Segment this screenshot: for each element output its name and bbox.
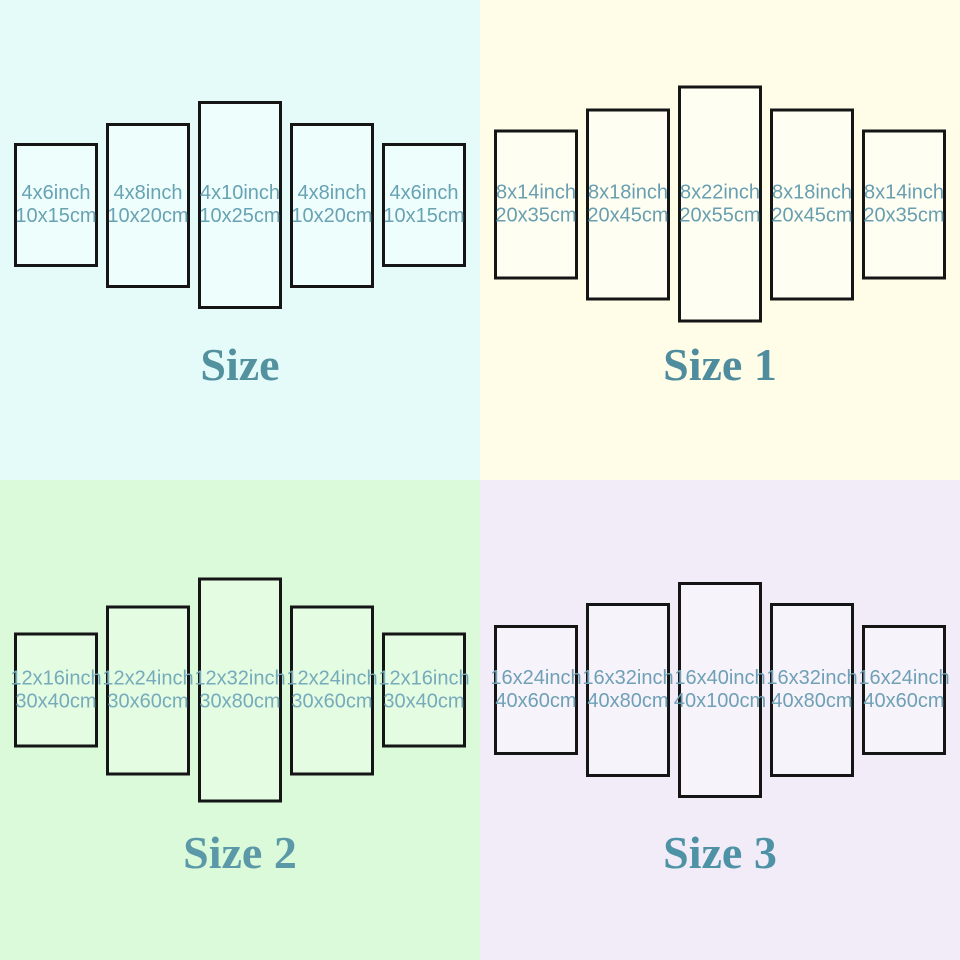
panel-size-inch: 8x18inch — [771, 181, 853, 203]
size-quadrant-default: 4x6inch 10x15cm 4x8inch 10x20cm 4x10inch… — [0, 0, 480, 480]
canvas-panel: 12x16inch 30x40cm — [10, 632, 102, 748]
panel-size-inch: 4x8inch — [297, 182, 367, 204]
panel-size-inch: 12x16inch — [10, 667, 102, 689]
panel-size-cm: 10x20cm — [107, 205, 189, 227]
panel-size-inch: 4x8inch — [113, 182, 183, 204]
panel-size-cm: 30x60cm — [291, 690, 373, 712]
size-quadrant-2: 12x16inch 30x40cm 12x24inch 30x60cm 12x3… — [0, 480, 480, 960]
panel-size-label: 8x14inch 20x35cm — [863, 181, 944, 227]
canvas-panel: 16x32inch 40x80cm — [582, 603, 674, 777]
panel-size-label: 8x22inch 20x55cm — [679, 181, 760, 227]
panel-size-cm: 30x60cm — [107, 690, 189, 712]
canvas-panel: 8x22inch 20x55cm — [678, 85, 762, 323]
panel-size-label: 4x6inch 10x15cm — [383, 182, 464, 228]
panel-size-inch: 8x22inch — [679, 181, 761, 203]
panel-size-inch: 16x24inch — [490, 667, 582, 689]
panel-size-cm: 10x25cm — [199, 205, 281, 227]
panel-size-inch: 16x24inch — [858, 667, 950, 689]
size-quadrant-3: 16x24inch 40x60cm 16x32inch 40x80cm 16x4… — [480, 480, 960, 960]
panel-size-label: 4x6inch 10x15cm — [15, 182, 96, 228]
canvas-panel: 8x14inch 20x35cm — [862, 129, 946, 279]
panel-size-cm: 40x60cm — [495, 690, 577, 712]
panel-size-label: 12x16inch 30x40cm — [10, 667, 101, 713]
canvas-panel: 8x18inch 20x45cm — [770, 108, 854, 300]
canvas-panel: 4x6inch 10x15cm — [14, 143, 98, 267]
panel-size-inch: 16x32inch — [766, 667, 858, 689]
panel-size-cm: 30x80cm — [199, 690, 281, 712]
size-group-title: Size 3 — [663, 827, 777, 878]
canvas-panel: 16x24inch 40x60cm — [858, 625, 950, 755]
panel-size-label: 12x16inch 30x40cm — [378, 667, 469, 713]
canvas-panel: 4x8inch 10x20cm — [106, 122, 190, 288]
panel-size-label: 4x10inch 10x25cm — [199, 182, 280, 228]
panel-row: 12x16inch 30x40cm 12x24inch 30x60cm 12x3… — [0, 577, 480, 803]
panel-size-cm: 20x35cm — [863, 204, 945, 226]
canvas-panel: 16x40inch 40x100cm — [674, 582, 766, 798]
panel-row: 16x24inch 40x60cm 16x32inch 40x80cm 16x4… — [480, 582, 960, 798]
panel-size-label: 16x24inch 40x60cm — [490, 667, 581, 713]
canvas-panel: 4x8inch 10x20cm — [290, 122, 374, 288]
size-quadrant-1: 8x14inch 20x35cm 8x18inch 20x45cm 8x22in… — [480, 0, 960, 480]
panel-size-cm: 40x80cm — [587, 690, 669, 712]
canvas-panel: 8x18inch 20x45cm — [586, 108, 670, 300]
panel-size-label: 16x32inch 40x80cm — [582, 667, 673, 713]
panel-size-cm: 20x45cm — [587, 204, 669, 226]
panel-size-inch: 4x6inch — [389, 182, 459, 204]
panel-size-cm: 40x60cm — [863, 690, 945, 712]
size-group-title: Size 2 — [183, 827, 297, 878]
panel-size-cm: 20x35cm — [495, 204, 577, 226]
panel-size-label: 16x32inch 40x80cm — [766, 667, 857, 713]
panel-size-label: 8x14inch 20x35cm — [495, 181, 576, 227]
canvas-panel: 12x16inch 30x40cm — [378, 632, 470, 748]
panel-size-cm: 20x45cm — [771, 204, 853, 226]
panel-size-cm: 30x40cm — [383, 690, 465, 712]
size-group-title: Size — [200, 339, 280, 390]
panel-size-cm: 40x80cm — [771, 690, 853, 712]
panel-size-cm: 30x40cm — [15, 690, 97, 712]
panel-row: 8x14inch 20x35cm 8x18inch 20x45cm 8x22in… — [480, 85, 960, 323]
panel-size-label: 12x32inch 30x80cm — [194, 667, 285, 713]
canvas-panel: 12x24inch 30x60cm — [102, 605, 194, 775]
panel-size-label: 8x18inch 20x45cm — [587, 181, 668, 227]
panel-size-inch: 4x6inch — [21, 182, 91, 204]
canvas-panel: 12x32inch 30x80cm — [194, 577, 286, 803]
panel-size-inch: 8x14inch — [495, 181, 577, 203]
panel-size-label: 4x8inch 10x20cm — [291, 182, 372, 228]
panel-size-inch: 12x24inch — [102, 667, 194, 689]
canvas-panel: 4x6inch 10x15cm — [382, 143, 466, 267]
canvas-panel: 4x10inch 10x25cm — [198, 101, 282, 309]
panel-size-label: 16x40inch 40x100cm — [674, 667, 766, 713]
panel-size-inch: 12x32inch — [194, 667, 286, 689]
panel-size-cm: 20x55cm — [679, 204, 761, 226]
panel-size-label: 8x18inch 20x45cm — [771, 181, 852, 227]
panel-size-inch: 16x40inch — [674, 667, 766, 689]
canvas-panel: 16x24inch 40x60cm — [490, 625, 582, 755]
panel-size-inch: 4x10inch — [199, 182, 281, 204]
panel-size-label: 12x24inch 30x60cm — [102, 667, 193, 713]
canvas-panel: 16x32inch 40x80cm — [766, 603, 858, 777]
panel-size-inch: 12x24inch — [286, 667, 378, 689]
panel-size-cm: 10x20cm — [291, 205, 373, 227]
panel-size-label: 12x24inch 30x60cm — [286, 667, 377, 713]
panel-size-label: 4x8inch 10x20cm — [107, 182, 188, 228]
panel-size-cm: 40x100cm — [673, 690, 767, 712]
canvas-panel: 8x14inch 20x35cm — [494, 129, 578, 279]
panel-row: 4x6inch 10x15cm 4x8inch 10x20cm 4x10inch… — [0, 101, 480, 309]
panel-size-label: 16x24inch 40x60cm — [858, 667, 949, 713]
panel-size-inch: 16x32inch — [582, 667, 674, 689]
panel-size-cm: 10x15cm — [383, 205, 465, 227]
panel-size-inch: 8x18inch — [587, 181, 669, 203]
size-group-title: Size 1 — [663, 339, 777, 390]
panel-size-cm: 10x15cm — [15, 205, 97, 227]
panel-size-inch: 8x14inch — [863, 181, 945, 203]
panel-size-inch: 12x16inch — [378, 667, 470, 689]
canvas-panel: 12x24inch 30x60cm — [286, 605, 378, 775]
